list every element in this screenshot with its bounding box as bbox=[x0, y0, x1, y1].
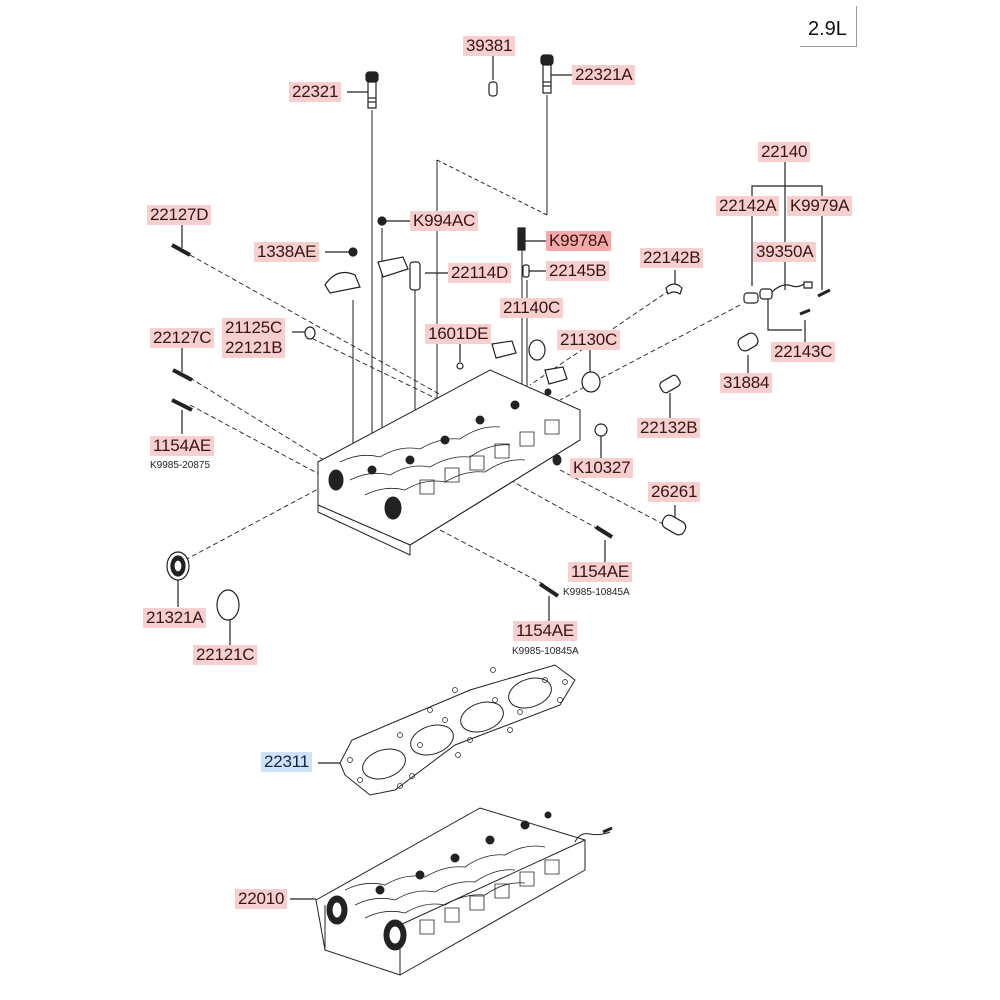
tube-31884 bbox=[736, 331, 760, 353]
sensor-22140 bbox=[744, 282, 830, 314]
part-label-22145B[interactable]: 22145B bbox=[546, 261, 610, 281]
part-label-22132B[interactable]: 22132B bbox=[637, 418, 701, 438]
engine-spec-label: 2.9L bbox=[808, 18, 847, 40]
part-label-22140[interactable]: 22140 bbox=[758, 142, 811, 162]
part-label-22142A[interactable]: 22142A bbox=[716, 196, 780, 216]
cap-21130C bbox=[582, 372, 600, 392]
nut-1338AE bbox=[349, 248, 357, 256]
part-label-1154AE-c[interactable]: 1154AE bbox=[513, 621, 578, 641]
head-gasket-22311 bbox=[340, 665, 575, 795]
part-label-22114D[interactable]: 22114D bbox=[448, 263, 512, 283]
part-label-K10327[interactable]: K10327 bbox=[570, 458, 634, 478]
stud-22127C bbox=[173, 370, 192, 380]
pin-22145B bbox=[523, 265, 529, 277]
part-label-1338AE[interactable]: 1338AE bbox=[254, 242, 320, 262]
part-label-31884[interactable]: 31884 bbox=[720, 373, 773, 393]
cylinder-head-exploded bbox=[318, 370, 580, 555]
part-label-1154AE-a[interactable]: 1154AE bbox=[150, 436, 215, 456]
stud-1154AE-b bbox=[596, 527, 612, 537]
stud-K9978A bbox=[518, 228, 525, 250]
seal-21321A bbox=[167, 552, 189, 580]
part-label-22121B[interactable]: 22121B bbox=[222, 338, 286, 358]
part-label-22127D[interactable]: 22127D bbox=[147, 205, 212, 225]
part-label-22143C[interactable]: 22143C bbox=[771, 342, 836, 362]
part-label-21125C[interactable]: 21125C bbox=[222, 318, 286, 338]
part-label-21140C[interactable]: 21140C bbox=[500, 298, 564, 318]
plug-22121C bbox=[217, 590, 239, 620]
part-label-26261[interactable]: 26261 bbox=[648, 482, 701, 502]
stud-22127D bbox=[172, 245, 190, 255]
engine-spec-box bbox=[800, 6, 857, 47]
cap-21140C bbox=[529, 340, 545, 360]
part-label-K9978A[interactable]: K9978A bbox=[546, 231, 612, 251]
cylinder-head-assembly-22010 bbox=[316, 808, 612, 975]
cap-22142B bbox=[666, 284, 682, 294]
part-label-22321[interactable]: 22321 bbox=[289, 82, 342, 102]
part-label-1601DE[interactable]: 1601DE bbox=[425, 324, 492, 344]
fitting-22132B bbox=[658, 374, 681, 394]
nut-K994AC bbox=[378, 217, 386, 225]
part-label-22142B[interactable]: 22142B bbox=[640, 248, 704, 268]
tube-26261 bbox=[660, 513, 688, 537]
sub-label-k9985-10845a-2: K9985-10845A bbox=[512, 646, 579, 657]
stud-1154AE-a bbox=[172, 400, 192, 410]
part-label-1154AE-b[interactable]: 1154AE bbox=[568, 562, 633, 582]
sub-label-k9985-10845a-1: K9985-10845A bbox=[563, 587, 630, 598]
part-label-K994AC[interactable]: K994AC bbox=[410, 211, 479, 231]
bolt-22321 bbox=[366, 72, 378, 108]
part-label-21130C[interactable]: 21130C bbox=[557, 330, 621, 350]
part-label-21321A[interactable]: 21321A bbox=[143, 608, 207, 628]
part-label-22127C[interactable]: 22127C bbox=[150, 328, 215, 348]
bolt-22321A bbox=[541, 55, 553, 93]
plug-21125C bbox=[305, 327, 315, 339]
part-label-22121C[interactable]: 22121C bbox=[193, 645, 258, 665]
part-label-22010[interactable]: 22010 bbox=[235, 889, 288, 909]
pin-39381 bbox=[489, 82, 497, 96]
part-label-39381[interactable]: 39381 bbox=[463, 36, 516, 56]
part-label-K9979A[interactable]: K9979A bbox=[787, 196, 853, 216]
pin-22114D bbox=[410, 262, 420, 290]
part-label-39350A[interactable]: 39350A bbox=[753, 242, 817, 262]
bracket-22140 bbox=[752, 186, 822, 290]
part-label-22311[interactable]: 22311 bbox=[261, 752, 313, 772]
ring-1601DE bbox=[457, 363, 463, 369]
sub-label-k9985-20875: K9985-20875 bbox=[150, 460, 211, 471]
cam-caps bbox=[325, 257, 567, 384]
stud-1154AE-c bbox=[540, 584, 558, 596]
plug-K10327 bbox=[595, 424, 607, 436]
part-label-22321A[interactable]: 22321A bbox=[572, 65, 636, 85]
